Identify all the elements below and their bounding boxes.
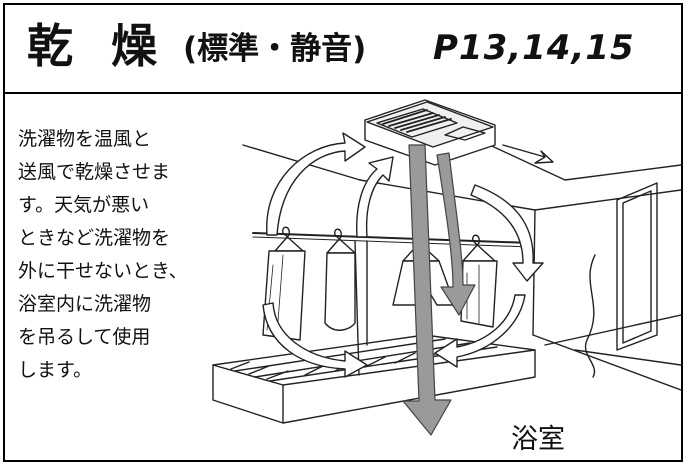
description-line: ときなど洗濯物を <box>18 227 171 249</box>
curtain <box>584 254 596 378</box>
airflow-arrow-right <box>470 184 544 282</box>
ceiling-edge <box>359 179 681 211</box>
description-text: 洗濯物を温風と 送風で乾燥させま す。天気が悪い ときなど洗濯物を 外に干せない… <box>18 123 238 387</box>
airflow-arrow-bottom-left <box>262 302 368 378</box>
exhaust-arrow <box>502 144 554 164</box>
hanging-rod <box>252 232 532 244</box>
fan-grille <box>376 108 458 138</box>
airflow-stream <box>354 240 368 376</box>
description-line: 洗濯物を温風と <box>18 128 152 150</box>
title-bar: 乾燥 (標準・静音) P13,14,15 <box>5 5 681 94</box>
airflow-arrow-left-top <box>266 132 366 236</box>
bathroom-illustration <box>212 99 681 436</box>
airflow-arrow-bottom-right <box>434 294 526 368</box>
description-line: 外に干せないとき、 <box>18 260 188 282</box>
room-label: 浴室 <box>511 424 565 455</box>
hanger <box>462 234 496 262</box>
title-mode: (標準・静音) <box>183 31 367 67</box>
description-line: 送風で乾燥させま <box>18 161 171 183</box>
window-frame <box>616 182 658 351</box>
title-page-refs: P13,14,15 <box>433 28 635 68</box>
window-inner <box>622 190 652 344</box>
airflow-arrow-center-up <box>355 156 394 238</box>
description-line: を吊るして使用 <box>18 326 151 348</box>
warm-air-arrow-main <box>402 144 452 436</box>
warm-air-arrow-side <box>436 152 476 316</box>
hanger <box>274 226 304 252</box>
floor-line-right <box>532 334 681 391</box>
description-line: します。 <box>18 359 93 381</box>
description-line: 浴室内に洗濯物 <box>18 293 152 315</box>
figure-frame: 乾燥 (標準・静音) P13,14,15 洗濯物を温風と 送風で乾燥させま す。… <box>3 3 683 462</box>
hanger <box>326 228 356 254</box>
hanging-cloth <box>324 252 356 331</box>
title-main: 乾燥 <box>27 19 195 73</box>
description-line: す。天気が悪い <box>18 194 150 216</box>
